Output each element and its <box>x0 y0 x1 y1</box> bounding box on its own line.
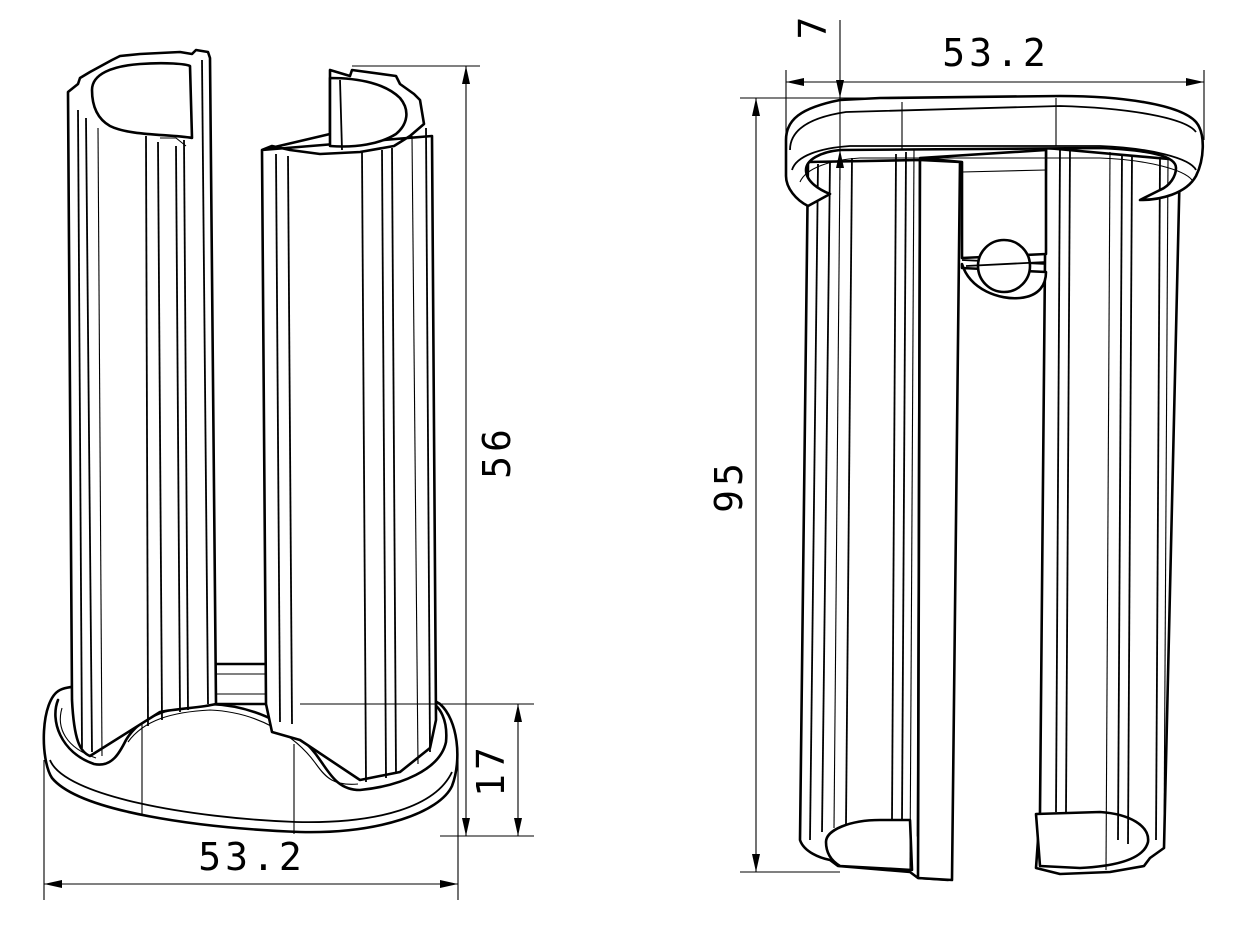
dim-label-17: 17 <box>469 743 513 797</box>
right-dimensions: 53.2 95 7 <box>707 13 1205 873</box>
right-view-part <box>784 94 1205 882</box>
left-tube-a-top <box>90 61 194 140</box>
dim-label-53-right: 53.2 <box>942 31 1050 75</box>
dim-label-53-left: 53.2 <box>198 835 306 879</box>
dim-label-7: 7 <box>791 13 835 40</box>
left-dimensions: 56 17 53.2 <box>43 65 534 900</box>
dim-label-95: 95 <box>707 459 751 513</box>
right-bottom-rim-a <box>824 818 914 872</box>
right-bottom-rim-b <box>1034 810 1150 870</box>
right-pin-hole <box>976 238 1032 294</box>
right-top-flange <box>784 94 1205 208</box>
left-view-part <box>42 48 459 834</box>
dim-label-56: 56 <box>475 425 519 479</box>
left-tube-b-top <box>328 76 408 148</box>
